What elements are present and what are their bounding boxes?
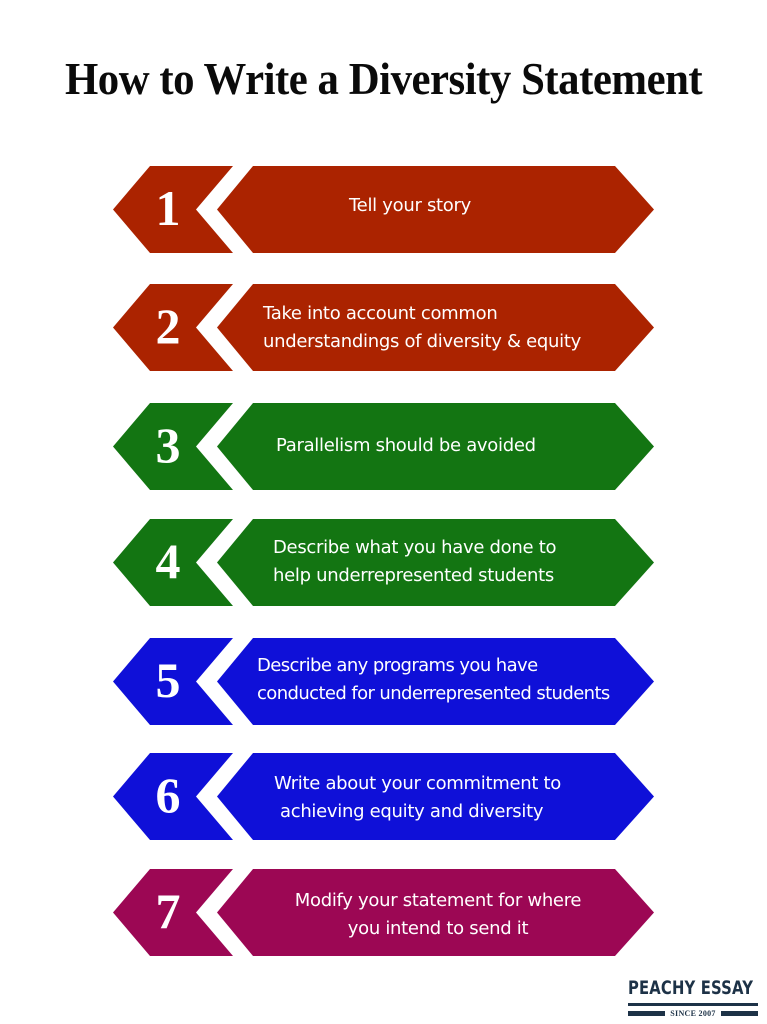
- step-5-number: 5: [155, 652, 181, 708]
- step-7: 7 Modify your statement for where you in…: [0, 869, 767, 956]
- step-6-line-1: Write about your commitment to: [274, 773, 561, 794]
- step-6-number: 6: [155, 767, 181, 823]
- step-3-arrow-shape: [113, 403, 654, 490]
- page-title: How to Write a Diversity Statement: [0, 52, 767, 105]
- logo-bar-left: [628, 1011, 666, 1016]
- step-4-number: 4: [155, 533, 181, 589]
- step-2-number: 2: [155, 298, 181, 354]
- step-6: 6 Write about your commitment to achievi…: [0, 753, 767, 840]
- step-4-line-2: help underrepresented students: [273, 565, 554, 586]
- step-3-number: 3: [155, 417, 181, 473]
- step-6-text: Write about your commitment to achieving…: [274, 770, 561, 826]
- step-3: 3 Parallelism should be avoided: [0, 403, 767, 490]
- step-2: 2 Take into account common understanding…: [0, 284, 767, 371]
- step-1-line-1: Tell your story: [349, 195, 471, 216]
- step-5-text: Describe any programs you have conducted…: [257, 652, 610, 708]
- step-6-line-2: achieving equity and diversity: [280, 801, 544, 822]
- step-7-line-2: you intend to send it: [347, 918, 529, 939]
- peachy-essay-logo: PEACHY ESSAY SINCE 2007: [628, 976, 760, 1018]
- step-7-arrow-shape: [113, 869, 654, 956]
- step-2-line-1: Take into account common: [263, 303, 498, 324]
- step-5-line-1: Describe any programs you have: [257, 655, 538, 676]
- step-2-text: Take into account common understandings …: [263, 300, 581, 356]
- step-1-arrow-shape: [113, 166, 654, 253]
- step-2-line-2: understandings of diversity & equity: [263, 331, 581, 352]
- step-1-number: 1: [155, 180, 181, 236]
- step-2-arrow-shape: [113, 284, 654, 371]
- step-7-line-1: Modify your statement for where: [294, 890, 582, 911]
- step-3-line-1: Parallelism should be avoided: [276, 435, 536, 456]
- logo-bar-right: [720, 1011, 759, 1016]
- step-4-text: Describe what you have done to help unde…: [273, 534, 556, 590]
- logo-tagline: SINCE 2007: [670, 1009, 716, 1018]
- step-4: 4 Describe what you have done to help un…: [0, 519, 767, 606]
- logo-tagline-row: SINCE 2007: [628, 1009, 759, 1018]
- page-title-text: How to Write a Diversity Statement: [64, 53, 703, 104]
- step-1: 1 Tell your story: [0, 166, 767, 253]
- step-4-arrow-shape: [113, 519, 654, 606]
- step-4-line-1: Describe what you have done to: [273, 537, 557, 558]
- logo-divider: [628, 1003, 758, 1006]
- step-5-line-2: conducted for underrepresented students: [257, 683, 610, 704]
- step-7-number: 7: [155, 883, 181, 939]
- step-6-arrow-shape: [113, 753, 654, 840]
- step-1-text: Tell your story: [255, 192, 565, 220]
- step-3-text: Parallelism should be avoided: [276, 432, 536, 460]
- step-7-text: Modify your statement for where you inte…: [273, 887, 603, 943]
- step-5-arrow-shape: [113, 638, 654, 725]
- logo-wordmark: PEACHY ESSAY: [628, 977, 754, 999]
- step-5: 5 Describe any programs you have conduct…: [0, 638, 767, 725]
